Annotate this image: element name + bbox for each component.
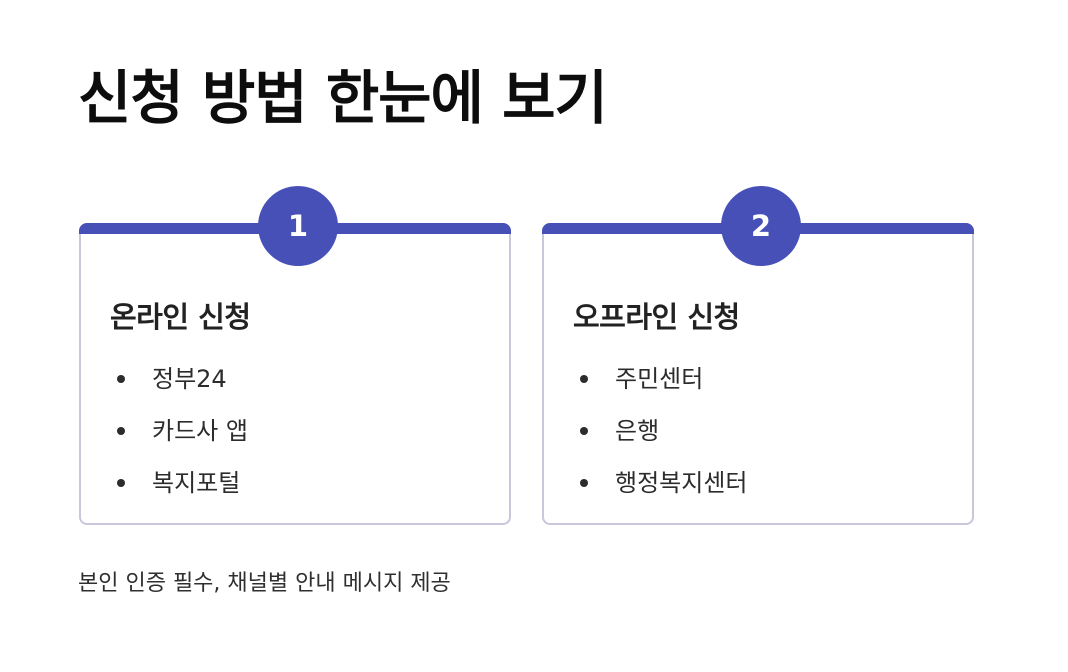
list-item-label: 카드사 앱 xyxy=(152,417,248,445)
bullet-icon xyxy=(580,427,588,435)
list-item-label: 정부24 xyxy=(152,365,227,393)
bullet-icon xyxy=(117,427,125,435)
list-item: 카드사 앱 xyxy=(117,405,248,457)
card-online-application: 1 온라인 신청 정부24 카드사 앱 복지포털 xyxy=(79,186,511,525)
bullet-icon xyxy=(580,375,588,383)
card-title: 온라인 신청 xyxy=(110,300,251,334)
list-item: 정부24 xyxy=(117,353,248,405)
list-item-label: 주민센터 xyxy=(615,365,704,393)
channel-list: 주민센터 은행 행정복지센터 xyxy=(580,353,747,509)
page-title: 신청 방법 한눈에 보기 xyxy=(78,64,608,132)
list-item: 은행 xyxy=(580,405,747,457)
card-offline-application: 2 오프라인 신청 주민센터 은행 행정복지센터 xyxy=(542,186,974,525)
step-badge-1: 1 xyxy=(258,186,338,266)
list-item: 주민센터 xyxy=(580,353,747,405)
channel-list: 정부24 카드사 앱 복지포털 xyxy=(117,353,248,509)
list-item-label: 복지포털 xyxy=(152,469,241,497)
step-badge-2: 2 xyxy=(721,186,801,266)
footnote: 본인 인증 필수, 채널별 안내 메시지 제공 xyxy=(78,571,451,596)
bullet-icon xyxy=(117,479,125,487)
list-item-label: 은행 xyxy=(615,417,660,445)
bullet-icon xyxy=(580,479,588,487)
list-item-label: 행정복지센터 xyxy=(615,469,748,497)
list-item: 행정복지센터 xyxy=(580,457,747,509)
list-item: 복지포털 xyxy=(117,457,248,509)
bullet-icon xyxy=(117,375,125,383)
card-title: 오프라인 신청 xyxy=(573,300,740,334)
